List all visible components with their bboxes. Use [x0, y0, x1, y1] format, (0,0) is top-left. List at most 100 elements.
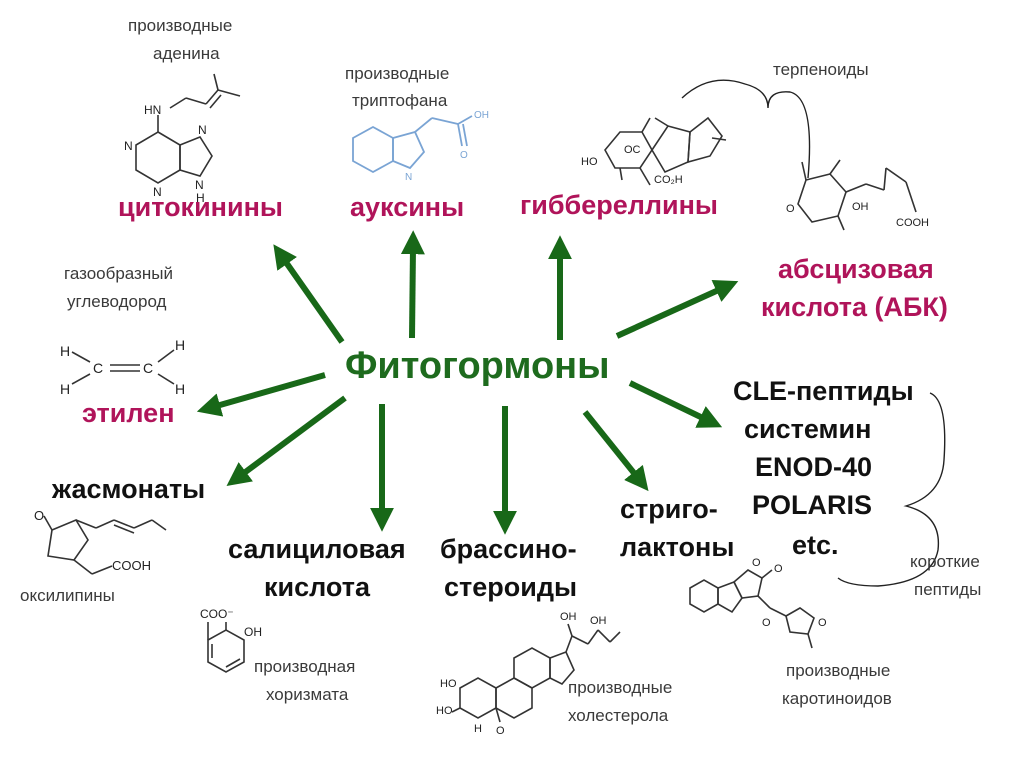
auxin-structure-labels: OH O N — [405, 110, 489, 183]
salicylate-structure-labels: COO⁻ OH — [200, 607, 262, 639]
ethylene-c2-label: C — [143, 360, 153, 376]
note-carotenoid-line1: производные — [786, 661, 891, 680]
auxin-structure — [352, 115, 473, 174]
center-label: Фитогормоны — [345, 345, 610, 387]
brassino-h-label: H — [474, 723, 482, 735]
arrow-to-jasmonates — [226, 395, 347, 487]
aba-oh-label: OH — [852, 201, 869, 213]
adenine-n1-label: N — [124, 139, 133, 153]
note-short-peptides-line2: пептиды — [914, 580, 982, 599]
strigo-o2-label: O — [774, 563, 783, 575]
strigolactones-label-line1: стриго- — [620, 494, 718, 524]
adenine-n3-label: N — [153, 185, 162, 199]
arrow-to-abscisic-acid — [615, 280, 739, 339]
adenine-n9-label: N — [195, 178, 204, 192]
abscisic-acid-structure — [797, 159, 917, 231]
peptide-etc: etc. — [792, 530, 839, 560]
note-gas-line2: углеводород — [67, 292, 167, 311]
auxin-nh-label: N — [405, 172, 412, 183]
abscisic-acid-structure-labels: O OH COOH — [786, 201, 929, 229]
jasmonate-structure-labels: O COOH — [34, 508, 151, 573]
salicylate-coo-label: COO⁻ — [200, 607, 234, 621]
arrow-to-cytokinins — [273, 244, 345, 344]
salicylate-structure — [207, 622, 245, 673]
ethylene-h2-label: H — [60, 381, 70, 397]
note-terpenoids: терпеноиды — [773, 60, 869, 79]
arrow-to-peptides — [628, 380, 723, 428]
brassino-ho-label: HO — [440, 678, 457, 690]
gibberellins-label: гиббереллины — [520, 190, 718, 220]
note-adenine-line2: аденина — [153, 44, 220, 63]
salicylic-acid-label-line2: кислота — [264, 572, 370, 602]
brassinosteroids-label-line1: брассино- — [440, 534, 577, 564]
aba-o-label: O — [786, 203, 795, 215]
note-tryptophan-line1: производные — [345, 64, 450, 83]
cytokinins-label: цитокинины — [118, 192, 283, 222]
note-carotenoid-line2: каротиноидов — [782, 689, 892, 708]
strigo-o3-label: O — [762, 617, 771, 629]
note-short-peptides-line1: короткие — [910, 552, 980, 571]
gibberellin-co2h-label: CO₂H — [654, 174, 683, 186]
note-gas-line1: газообразный — [64, 264, 173, 283]
adenine-h-label: H — [196, 191, 205, 205]
strigolactone-structure-labels: O O O O — [752, 557, 827, 629]
arrow-to-auxins — [400, 230, 425, 339]
brassino-ho2-label: HO — [436, 705, 453, 717]
brassino-oh2-label: OH — [590, 615, 607, 627]
jasmonate-structure — [43, 515, 167, 575]
strigolactone-structure — [689, 569, 815, 649]
abscisic-acid-label-line1: абсцизовая — [778, 254, 934, 284]
ethylene-c1-label: C — [93, 360, 103, 376]
ethylene-label: этилен — [82, 398, 175, 428]
jasmonate-cooh-label: COOH — [112, 558, 151, 573]
note-cholesterol-line1: производные — [568, 678, 673, 697]
strigo-o4-label: O — [818, 617, 827, 629]
ethylene-structure-labels: H H C C H H — [60, 337, 185, 397]
gibberellin-oc-label: OC — [624, 144, 641, 156]
peptide-polaris: POLARIS — [752, 490, 873, 520]
peptide-systemin: системин — [744, 414, 872, 444]
note-oxylipins: оксилипины — [20, 586, 115, 605]
strigo-o1-label: O — [752, 557, 761, 569]
note-tryptophan-line2: триптофана — [352, 91, 448, 110]
salicylate-oh-label: OH — [244, 625, 262, 639]
brassinosteroid-structure — [451, 623, 621, 723]
adenine-n7-label: N — [198, 123, 207, 137]
jasmonates-label: жасмонаты — [52, 474, 206, 504]
brassino-o-label: O — [496, 725, 505, 737]
arrow-to-strigolactones — [582, 410, 649, 492]
note-adenine-line1: производные — [128, 16, 233, 35]
gibberellin-ho-label: HO — [581, 156, 598, 168]
peptide-enod40: ENOD-40 — [755, 452, 873, 482]
auxin-o-label: O — [460, 150, 468, 161]
adenine-nh-label: HN — [144, 103, 161, 117]
arrow-to-ethylene — [196, 372, 326, 417]
auxin-oh-label: OH — [474, 110, 489, 121]
note-cholesterol-line2: холестерола — [568, 706, 669, 725]
cytokinin-structure-labels: HN N N N N H — [124, 103, 207, 205]
auxins-label: ауксины — [350, 192, 465, 222]
gibberellin-structure-labels: HO OC CO₂H — [581, 144, 683, 186]
brassinosteroid-structure-labels: OH OH HO HO O H — [436, 611, 607, 737]
gibberellin-structure — [604, 116, 727, 186]
aba-cooh-label: COOH — [896, 217, 929, 229]
brassino-oh1-label: OH — [560, 611, 577, 623]
ethylene-h4-label: H — [175, 381, 185, 397]
terpenoid-brace — [681, 79, 811, 179]
note-chorismate-line1: производная — [254, 657, 356, 676]
cytokinin-structure — [135, 73, 241, 184]
ethylene-h3-label: H — [175, 337, 185, 353]
peptide-brace — [837, 392, 946, 587]
salicylic-acid-label-line1: салициловая — [228, 534, 406, 564]
ethylene-structure — [71, 349, 175, 385]
strigolactones-label-line2: лактоны — [620, 532, 735, 562]
jasmonate-o-label: O — [34, 508, 44, 523]
brassinosteroids-label-line2: стероиды — [444, 572, 578, 602]
abscisic-acid-label-line2: кислота (АБК) — [761, 292, 948, 322]
arrows — [196, 230, 739, 535]
ethylene-h1-label: H — [60, 343, 70, 359]
peptide-cle: CLE-пептиды — [733, 376, 914, 406]
note-chorismate-line2: хоризмата — [266, 685, 349, 704]
